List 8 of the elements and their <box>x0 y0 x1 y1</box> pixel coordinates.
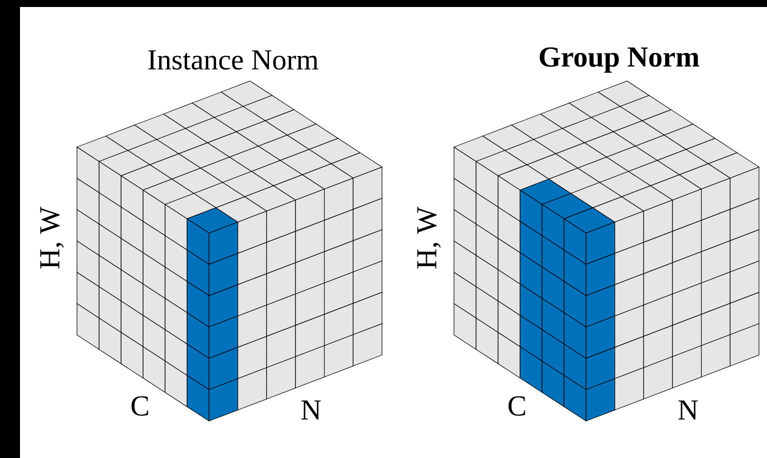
axis-label: H, W <box>40 206 64 269</box>
axis-label: N <box>678 400 698 420</box>
panel-title: Instance Norm <box>148 50 318 70</box>
axis-label: C <box>132 396 148 416</box>
axis-label: C <box>508 396 526 416</box>
axis-label: N <box>301 400 321 420</box>
axis-label: H, W <box>417 206 441 269</box>
panel-title: Group Norm <box>540 47 700 73</box>
